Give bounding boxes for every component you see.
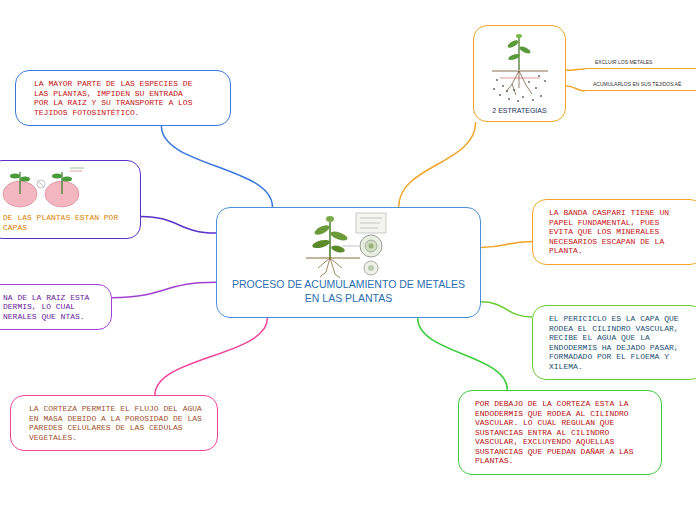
branch-line: [399, 122, 476, 207]
branch-line: [141, 216, 216, 233]
branch-line: [481, 302, 532, 317]
subtopic: ACUMULARLOS EN SUS TEJIDOS AÉ: [585, 81, 696, 91]
layers-illustration: [3, 168, 84, 207]
node-text: EXCLUIR LOS METALES: [595, 59, 696, 66]
image-topic: 2 ESTRATEGIAS: [473, 25, 566, 122]
note-box: POR DEBAJO DE LA CORTEZA ESTA LA ENDODER…: [458, 390, 662, 475]
node-text: LA BANDA CASPARI TIENE UN PAPEL FUNDAMEN…: [549, 208, 679, 256]
note-box: LA CORTEZA PERMITE EL FLUJO DEL AGUA EN …: [10, 395, 218, 451]
node-text: EL PERICICLO ES LA CAPA QUE RODEA EL CIL…: [549, 314, 679, 371]
subtopic: EXCLUIR LOS METALES: [585, 59, 696, 69]
node-text: DE LAS PLANTAS ESTAN POR CAPAS: [3, 213, 120, 232]
node-text: POR DEBAJO DE LA CORTEZA ESTA LA ENDODER…: [475, 399, 647, 466]
root-illustration: [492, 34, 548, 102]
branch-line: [418, 318, 508, 390]
node-text: PROCESO DE ACUMULAMIENTO DE METALES EN L…: [227, 277, 470, 305]
note-box: EL PERICICLO ES LA CAPA QUE RODEA EL CIL…: [532, 305, 696, 380]
node-text: LA MAYOR PARTE DE LAS ESPECIES DE LAS PL…: [34, 79, 202, 117]
branch-line: [481, 242, 532, 248]
branch-line: [566, 69, 585, 70]
node-text: ACUMULARLOS EN SUS TEJIDOS AÉ: [593, 81, 696, 88]
branch-line: [155, 318, 268, 395]
branch-line: [566, 86, 585, 91]
plant-illustration: [306, 213, 386, 278]
branch-line: [161, 126, 272, 207]
note-box: LA MAYOR PARTE DE LAS ESPECIES DE LAS PL…: [15, 70, 231, 126]
node-text: 2 ESTRATEGIAS: [478, 106, 561, 115]
node-text: LA CORTEZA PERMITE EL FLUJO DEL AGUA EN …: [29, 404, 207, 442]
central-topic: PROCESO DE ACUMULAMIENTO DE METALES EN L…: [216, 207, 481, 318]
note-box: LA BANDA CASPARI TIENE UN PAPEL FUNDAMEN…: [532, 199, 696, 265]
branch-line: [112, 282, 216, 297]
image-note-box: DE LAS PLANTAS ESTAN POR CAPAS: [0, 160, 141, 239]
note-box: NA DE LA RAIZ ESTA DERMIS, LO CUAL NERAL…: [0, 284, 112, 330]
node-text: NA DE LA RAIZ ESTA DERMIS, LO CUAL NERAL…: [3, 293, 93, 322]
